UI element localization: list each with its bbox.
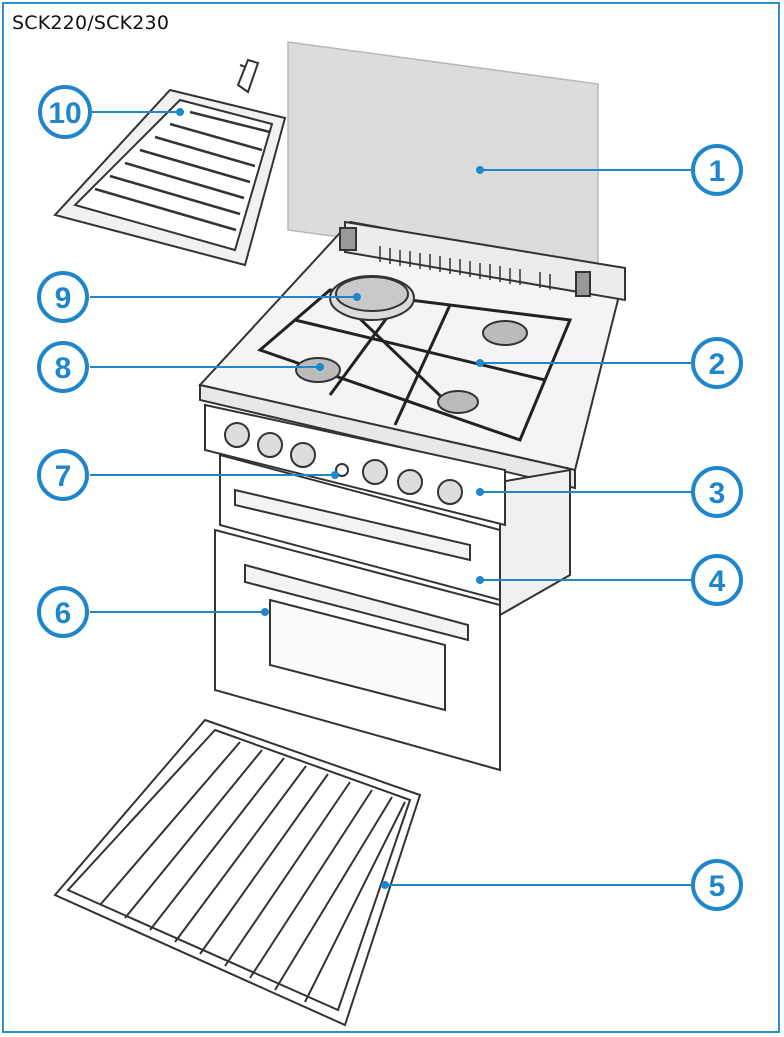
callout-5-number: 5 <box>709 870 726 903</box>
hob-top <box>198 220 627 490</box>
model-label: SCK220/SCK230 <box>12 12 170 34</box>
callout-7-number: 7 <box>55 460 72 493</box>
callout-6: 6 <box>37 586 89 638</box>
leader-dots <box>176 108 484 889</box>
callout-8: 8 <box>37 341 89 393</box>
callout-3: 3 <box>691 466 743 518</box>
callout-1-number: 1 <box>709 155 726 188</box>
leader-lines <box>90 111 692 886</box>
callout-3-number: 3 <box>709 477 726 510</box>
callout-5: 5 <box>691 859 743 911</box>
callout-7: 7 <box>37 449 89 501</box>
callout-9-number: 9 <box>55 282 72 315</box>
callout-10: 10 <box>38 85 92 139</box>
callout-2: 2 <box>691 337 743 389</box>
callout-6-number: 6 <box>55 597 72 630</box>
callout-10-number: 10 <box>48 97 81 130</box>
callout-4-number: 4 <box>709 565 726 598</box>
grill-pan <box>53 58 287 267</box>
cooker-body <box>204 403 571 772</box>
callout-4: 4 <box>691 554 743 606</box>
callout-9: 9 <box>37 271 89 323</box>
oven-shelf <box>53 718 422 1027</box>
callout-2-number: 2 <box>709 348 726 381</box>
callout-8-number: 8 <box>55 352 72 385</box>
callout-1: 1 <box>691 144 743 196</box>
